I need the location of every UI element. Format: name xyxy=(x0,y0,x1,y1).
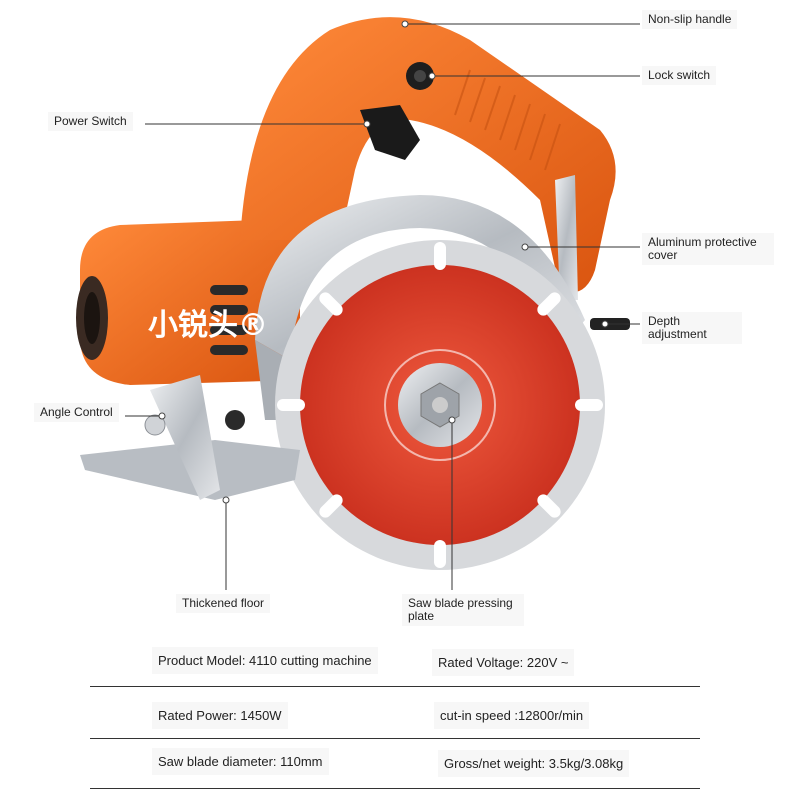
motor-vents xyxy=(210,285,248,355)
callout-handle: Non-slip handle xyxy=(642,10,738,29)
angle-bracket xyxy=(150,375,220,500)
saw-illustration: 小锐头® xyxy=(76,17,640,590)
callout-power-switch: Power Switch xyxy=(48,112,133,131)
depth-bracket xyxy=(555,175,578,300)
callout-pressing-plate: Saw blade pressing plate xyxy=(402,594,524,626)
callout-lock-switch: Lock switch xyxy=(642,66,717,85)
callout-lines xyxy=(125,23,640,590)
callout-dots xyxy=(158,20,609,504)
aluminum-cover xyxy=(255,195,585,360)
callout-angle-control: Angle Control xyxy=(34,403,119,422)
spec-voltage: Rated Voltage: 220V ~ xyxy=(432,649,575,676)
spec-divider xyxy=(90,788,700,789)
handle-grip-lines xyxy=(454,69,561,171)
spec-diameter: Saw blade diameter: 110mm xyxy=(152,748,329,775)
power-switch-trigger xyxy=(360,105,420,160)
spec-power: Rated Power: 1450W xyxy=(152,702,288,729)
spec-divider xyxy=(90,738,700,739)
motor-body xyxy=(80,220,300,385)
spec-speed: cut-in speed :12800r/min xyxy=(434,702,590,729)
brand-logo: 小锐头® xyxy=(148,308,268,343)
callout-thickened-floor: Thickened floor xyxy=(176,594,271,613)
spec-divider xyxy=(90,686,700,687)
blade-slots xyxy=(277,242,603,568)
callout-aluminum-cover: Aluminum protective cover xyxy=(642,233,774,265)
spec-model: Product Model: 4110 cutting machine xyxy=(152,647,378,674)
callout-depth-adjustment: Depth adjustment xyxy=(642,312,742,344)
angle-control-knob xyxy=(144,414,166,436)
spec-weight: Gross/net weight: 3.5kg/3.08kg xyxy=(438,750,630,777)
